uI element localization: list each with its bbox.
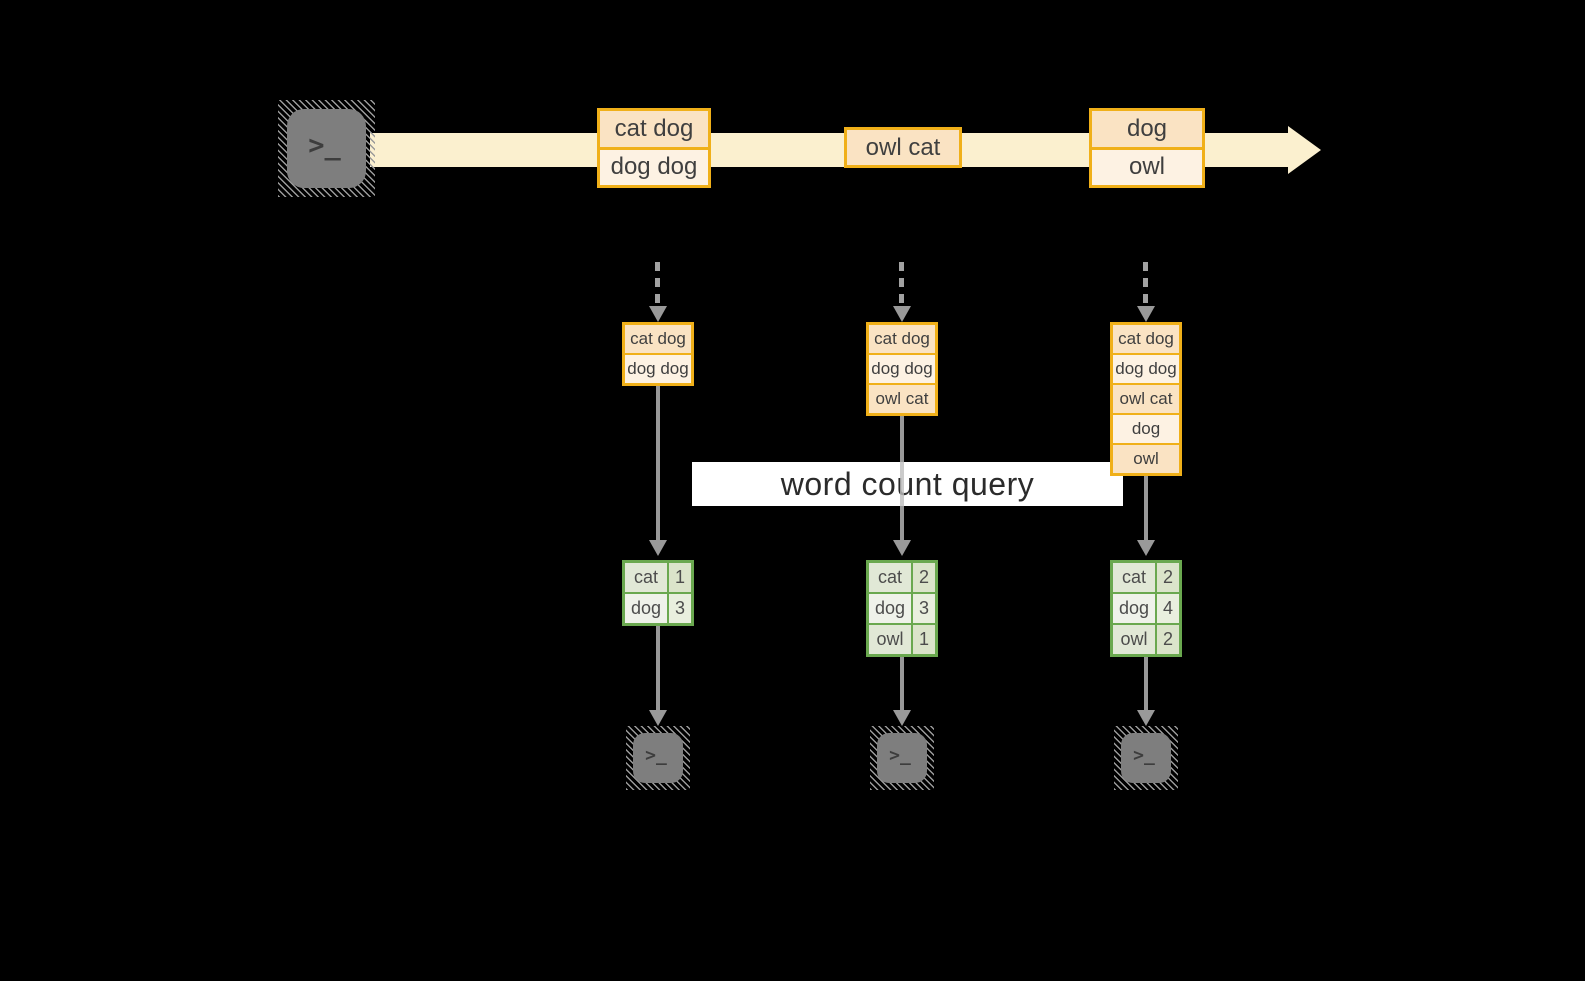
count-value-cell: 1 [913,625,935,654]
stream-record-3: dog owl [1089,108,1205,188]
stream-record-2: owl cat [844,127,962,168]
query-arrow-line-2 [900,416,904,540]
output-arrowhead-icon [1137,710,1155,726]
count-table-3: cat 2 dog 4 owl 2 [1110,560,1182,657]
record-line: cat dog [600,111,708,147]
buffer-cell: cat dog [869,325,935,353]
count-value-cell: 2 [913,563,935,592]
buffer-cell: owl cat [1113,385,1179,413]
buffer-cell: dog [1113,415,1179,443]
source-terminal-icon: >_ [278,100,375,197]
record-line: owl cat [847,130,959,165]
count-word-cell: dog [869,594,911,623]
query-arrowhead-icon [1137,540,1155,556]
buffer-cell: dog dog [869,355,935,383]
output-arrow-line-3 [1144,657,1148,710]
query-arrow-line-1 [656,386,660,540]
count-word-cell: dog [1113,594,1155,623]
ingest-arrow-line-1 [655,262,660,308]
terminal-screen: >_ [633,733,683,783]
query-banner: word count query [692,462,1123,506]
count-value-cell: 2 [1157,625,1179,654]
ingest-arrowhead-icon [649,306,667,322]
sink-terminal-icon-3: >_ [1114,726,1178,790]
ingest-arrowhead-icon [1137,306,1155,322]
sink-terminal-icon-2: >_ [870,726,934,790]
record-line: dog dog [600,149,708,185]
stream-record-1: cat dog dog dog [597,108,711,188]
query-arrowhead-icon [649,540,667,556]
ingest-arrow-line-3 [1143,262,1148,308]
count-table-1: cat 1 dog 3 [622,560,694,626]
buffer-stack-2: cat dog dog dog owl cat [866,322,938,416]
record-line: dog [1092,111,1202,147]
count-word-cell: cat [869,563,911,592]
shell-prompt-icon: >_ [645,744,667,766]
stream-arrowhead-icon [1288,126,1321,174]
ingest-arrowhead-icon [893,306,911,322]
buffer-cell: cat dog [1113,325,1179,353]
count-word-cell: owl [869,625,911,654]
query-banner-label: word count query [780,465,1035,502]
count-table-2: cat 2 dog 3 owl 1 [866,560,938,657]
ingest-arrow-line-2 [899,262,904,308]
count-value-cell: 4 [1157,594,1179,623]
terminal-screen: >_ [1121,733,1171,783]
output-arrow-line-2 [900,657,904,710]
terminal-screen: >_ [877,733,927,783]
query-arrow-line-3 [1144,476,1148,540]
buffer-cell: dog dog [625,355,691,383]
count-value-cell: 2 [1157,563,1179,592]
record-line: owl [1092,149,1202,185]
buffer-cell: owl [1113,445,1179,473]
count-value-cell: 3 [669,594,691,623]
count-word-cell: cat [1113,563,1155,592]
query-arrowhead-icon [893,540,911,556]
shell-prompt-icon: >_ [308,130,341,161]
buffer-cell: dog dog [1113,355,1179,383]
output-arrowhead-icon [649,710,667,726]
buffer-cell: owl cat [869,385,935,413]
buffer-cell: cat dog [625,325,691,353]
shell-prompt-icon: >_ [889,744,911,766]
count-word-cell: owl [1113,625,1155,654]
terminal-screen: >_ [287,109,366,188]
output-arrow-line-1 [656,626,660,710]
sink-terminal-icon-1: >_ [626,726,690,790]
buffer-stack-1: cat dog dog dog [622,322,694,386]
count-word-cell: dog [625,594,667,623]
output-arrowhead-icon [893,710,911,726]
shell-prompt-icon: >_ [1133,744,1155,766]
count-value-cell: 3 [913,594,935,623]
count-word-cell: cat [625,563,667,592]
count-value-cell: 1 [669,563,691,592]
buffer-stack-3: cat dog dog dog owl cat dog owl [1110,322,1182,476]
